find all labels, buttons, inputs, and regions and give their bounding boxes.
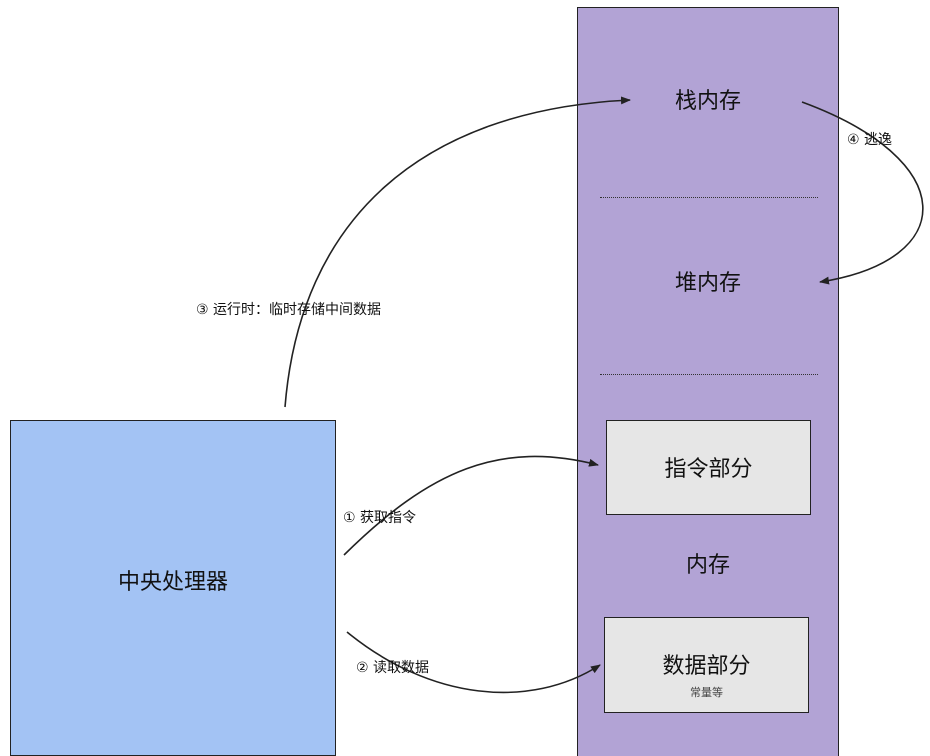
heap-memory-label: 堆内存 <box>674 271 741 296</box>
instruction-segment-box: 指令部分 <box>606 420 811 515</box>
fetch-instruction-arrow <box>343 455 599 556</box>
read-data-arrow <box>346 631 601 694</box>
escape-label: ④ 逃逸 <box>847 132 893 148</box>
read-data-label: ② 读取数据 <box>356 660 430 676</box>
cpu-label: 中央处理器 <box>117 570 228 595</box>
fetch-instruction-label: ① 获取指令 <box>343 510 417 526</box>
cpu-box <box>10 420 336 756</box>
stack-heap-divider <box>600 197 818 198</box>
data-segment-title: 数据部分 <box>662 654 751 679</box>
escape-arrow <box>801 101 924 285</box>
memory-label: 内存 <box>685 553 730 578</box>
runtime-store-arrow <box>284 96 631 408</box>
stack-memory-label: 栈内存 <box>674 89 741 114</box>
heap-code-divider <box>600 374 818 375</box>
runtime-store-label: ③ 运行时：临时存储中间数据 <box>196 302 382 318</box>
data-segment-subtitle: 常量等 <box>690 686 723 699</box>
data-segment-box: 数据部分 常量等 <box>604 617 809 713</box>
instruction-segment-title: 指令部分 <box>664 457 753 482</box>
